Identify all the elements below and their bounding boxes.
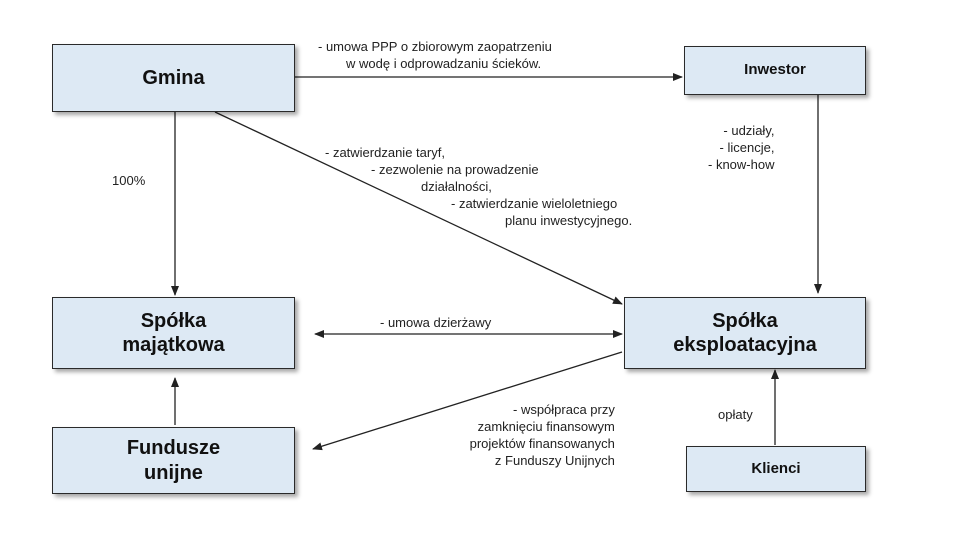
label-dzierzawa: - umowa dzierżawy <box>380 314 491 331</box>
label-inwestor-line3: - know-how <box>708 157 775 172</box>
node-spolka-eksploatacyjna-line1: Spółka <box>712 309 778 332</box>
label-gmina-eksploatacyjna-line5: planu inwestycyjnego. <box>505 213 633 228</box>
arrow-gmina-to-spolka-eksploatacyjna <box>214 111 623 305</box>
label-inwestor-line2: - licencje, <box>719 140 775 155</box>
label-eksploatacyjna-fundusze: - współpraca przy zamknięciu finansowym … <box>323 401 615 469</box>
label-gmina-inwestor-line2: w wodę i odprowadzaniu ścieków. <box>346 56 542 71</box>
label-fundusze-line4: z Funduszy Unijnych <box>494 453 615 468</box>
label-100-percent: 100% <box>112 172 145 189</box>
label-gmina-eksploatacyjna: - zatwierdzanie taryf, - zezwolenie na p… <box>325 144 632 229</box>
label-gmina-eksploatacyjna-line4: - zatwierdzanie wieloletniego <box>451 196 618 211</box>
label-gmina-inwestor-line1: - umowa PPP o zbiorowym zaopatrzeniu <box>318 39 552 54</box>
node-fundusze-unijne-line2: unijne <box>144 461 203 484</box>
label-fundusze-line2: zamknięciu finansowym <box>477 419 615 434</box>
node-spolka-majatkowa: Spółka majątkowa <box>52 297 295 369</box>
label-gmina-inwestor: - umowa PPP o zbiorowym zaopatrzeniu w w… <box>318 38 552 72</box>
label-100-percent-text: 100% <box>112 173 146 188</box>
node-klienci: Klienci <box>686 446 866 492</box>
node-gmina: Gmina <box>52 44 295 112</box>
node-spolka-eksploatacyjna-line2: eksploatacyjna <box>673 334 817 356</box>
label-inwestor-line1: - udziały, <box>723 123 775 138</box>
node-spolka-eksploatacyjna: Spółka eksploatacyjna <box>624 297 866 369</box>
label-dzierzawa-text: - umowa dzierżawy <box>380 315 492 330</box>
arrow-eksploatacyjna-to-fundusze <box>312 351 623 451</box>
label-inwestor-eksploatacyjna: - udziały, - licencje, - know-how <box>708 122 774 173</box>
node-klienci-label: Klienci <box>751 459 801 477</box>
node-fundusze-unijne-line1: Fundusze <box>126 437 221 460</box>
label-fundusze-line1: - współpraca przy <box>513 402 615 417</box>
label-gmina-eksploatacyjna-line3: działalności, <box>421 179 492 194</box>
node-inwestor: Inwestor <box>684 46 866 95</box>
label-oplaty: opłaty <box>718 406 753 423</box>
label-gmina-eksploatacyjna-line1: - zatwierdzanie taryf, <box>325 145 445 160</box>
label-gmina-eksploatacyjna-line2: - zezwolenie na prowadzenie <box>371 162 539 177</box>
node-inwestor-label: Inwestor <box>744 61 806 79</box>
label-fundusze-line3: projektów finansowanych <box>469 436 615 451</box>
node-fundusze-unijne: Fundusze unijne <box>52 427 295 494</box>
node-spolka-majatkowa-line1: Spółka <box>140 309 207 332</box>
node-spolka-majatkowa-line2: majątkowa <box>122 334 225 356</box>
label-oplaty-text: opłaty <box>718 407 753 422</box>
node-gmina-label: Gmina <box>142 66 205 89</box>
